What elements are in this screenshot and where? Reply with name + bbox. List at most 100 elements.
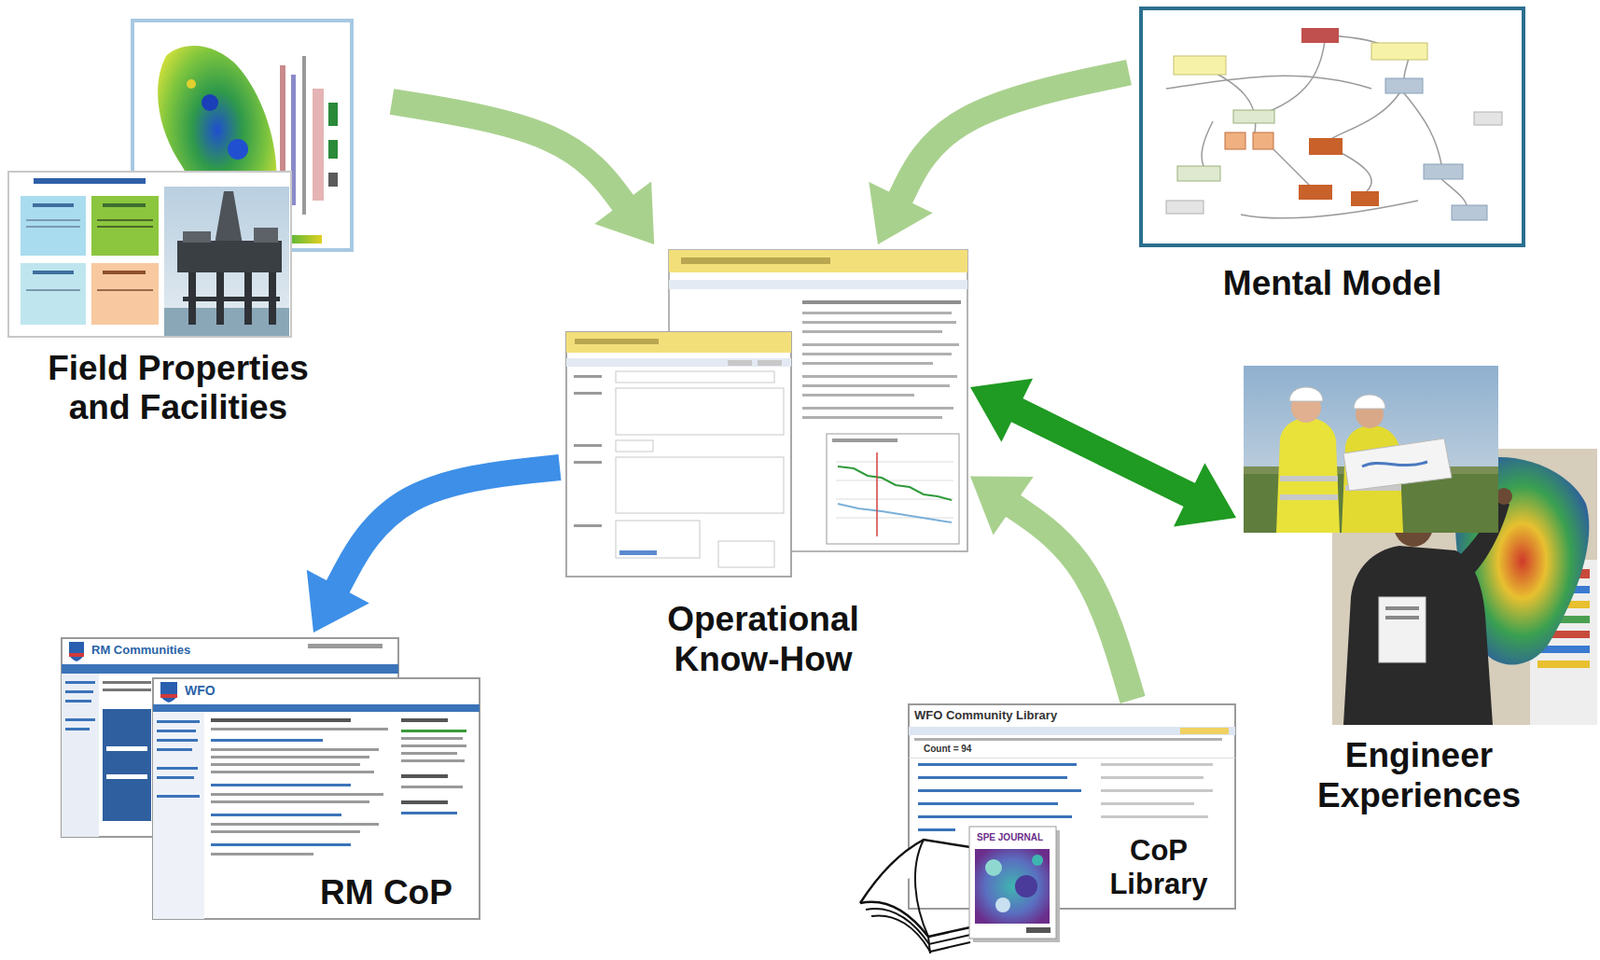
engineer-photos-part xyxy=(1276,417,1340,533)
field-map-image-part xyxy=(328,139,338,159)
engineer-photos-part xyxy=(1537,660,1590,668)
field-map-image-part xyxy=(328,172,338,187)
know-how-screenshots-part xyxy=(826,433,960,544)
mental-model-map-part-part xyxy=(1240,200,1419,219)
arrow-shaft xyxy=(336,467,560,589)
node-text-block: Operational Know-How xyxy=(641,599,885,680)
facilities-slide-part xyxy=(253,227,279,243)
node-label: Engineer Experiences xyxy=(1297,736,1541,816)
facilities-slide-part xyxy=(97,225,154,228)
node-text-block: Mental Model xyxy=(1223,264,1442,305)
rm-cop-screenshots-part xyxy=(65,681,96,684)
rm-cop-screenshots-part xyxy=(210,748,379,752)
facilities-slide-part xyxy=(8,171,292,337)
know-how-screenshots-part xyxy=(832,438,898,443)
rm-cop-screenshots-part xyxy=(210,822,379,826)
mental-model-map-part xyxy=(1224,132,1246,150)
facilities-slide-part xyxy=(91,195,159,256)
rm-cop-screenshots-part xyxy=(210,727,389,731)
flow-arrow xyxy=(970,476,1133,700)
facilities-slide-part xyxy=(214,191,243,245)
cop-library-screenshot-part xyxy=(1180,727,1229,735)
flow-arrow xyxy=(868,72,1129,245)
arrow-shaft xyxy=(899,72,1129,201)
rm-cop-screenshots-part xyxy=(160,694,178,698)
facilities-slide-part xyxy=(32,203,74,208)
know-how-screenshots-part xyxy=(566,332,792,353)
node-text-block: RM CoP xyxy=(320,873,453,914)
cop-library-screenshot-part xyxy=(1100,789,1213,793)
node-text-block: Engineer Experiences xyxy=(1297,736,1541,816)
know-how-screenshots-part xyxy=(802,300,961,305)
mental-model-map-part xyxy=(1233,110,1275,124)
rm-cop-screenshots-part xyxy=(210,770,375,774)
mental-model-map-part xyxy=(1451,205,1488,221)
facilities-slide-part xyxy=(182,231,211,243)
rm-cop-screenshots-part xyxy=(156,720,200,724)
rm-cop-screenshots-part xyxy=(210,763,361,766)
mental-model-map-part xyxy=(1308,138,1343,155)
facilities-slide-part xyxy=(102,270,146,275)
mental-model-map-part xyxy=(1350,191,1379,207)
mental-model-map-part xyxy=(1177,166,1221,181)
engineer-photos-part xyxy=(1385,615,1420,620)
know-how-screenshots-part xyxy=(718,541,775,568)
rm-cop-screenshots-part xyxy=(210,755,370,759)
know-how-screenshots-part xyxy=(574,338,659,345)
screenshot-text: Count = 94 xyxy=(923,743,972,754)
rm-cop-screenshots-part xyxy=(401,744,467,748)
engineer-photos-part xyxy=(1280,494,1338,501)
engineer-photos-part xyxy=(1362,461,1428,467)
rm-cop-screenshots-part xyxy=(210,783,351,787)
rm-cop-screenshots-part xyxy=(401,800,448,805)
rm-cop-screenshots-part xyxy=(156,748,193,752)
arrow-head xyxy=(868,181,933,245)
know-how-screenshots-part xyxy=(802,375,958,378)
facilities-slide-part xyxy=(26,219,81,222)
rm-cop-screenshots-part xyxy=(61,673,99,837)
rm-cop-screenshots-part xyxy=(102,681,152,684)
know-how-screenshots-part xyxy=(615,457,784,514)
mental-model-map-part xyxy=(1173,55,1226,75)
journal-cover-part xyxy=(995,897,1011,913)
facilities-slide-part xyxy=(91,263,159,325)
know-how-screenshots-part xyxy=(668,250,968,273)
engineer-experiences-node: Engineer Experiences xyxy=(1236,359,1596,826)
rm-cop-screenshots-part xyxy=(69,653,84,657)
facilities-slide xyxy=(8,171,292,337)
cop-library-screenshot-part xyxy=(908,757,1236,759)
mental-model-node: Mental Model xyxy=(1128,4,1540,313)
arrow-shaft xyxy=(1015,408,1193,496)
mental-model-map-part xyxy=(1385,78,1423,94)
know-how-screenshots-part xyxy=(802,406,954,410)
journal-cover-part xyxy=(1015,875,1038,898)
screenshot-text: WFO Community Library xyxy=(914,708,1058,723)
know-how-screenshots-part xyxy=(573,391,602,395)
book-outline-part xyxy=(865,908,971,945)
rm-cop-screenshots-part xyxy=(210,738,323,742)
rm-cop-screenshots-part xyxy=(210,800,370,804)
cop-library-screenshot-part xyxy=(914,737,1223,741)
journal-cover-part xyxy=(969,826,1057,939)
field-map-image-part xyxy=(186,79,196,89)
cop-library-screenshot-part xyxy=(918,828,956,832)
rm-cop-screenshots-part xyxy=(401,737,463,740)
book-outline-part xyxy=(928,936,931,954)
mental-model-map-part-part xyxy=(1404,93,1442,165)
facilities-slide-part xyxy=(20,195,86,256)
know-how-screenshots-part xyxy=(615,440,654,452)
engineer-photos-part xyxy=(1289,387,1323,402)
mental-model-map-part xyxy=(1423,164,1463,180)
rm-cop-screenshots-part xyxy=(156,794,200,798)
label-anchor: WFO Community Library xyxy=(914,708,1058,723)
rm-cop-screenshots-part xyxy=(156,776,195,780)
field-map-image-part xyxy=(201,94,219,112)
know-how-screenshots-part xyxy=(802,352,952,356)
rm-cop-screenshots-part xyxy=(210,793,384,796)
node-label: Operational Know-How xyxy=(641,599,885,680)
rm-cop-node: RM CoP xyxy=(55,632,486,924)
arrow-head xyxy=(1173,462,1237,527)
arrow-shaft xyxy=(391,101,625,206)
rm-cop-screenshots-part xyxy=(401,718,448,723)
